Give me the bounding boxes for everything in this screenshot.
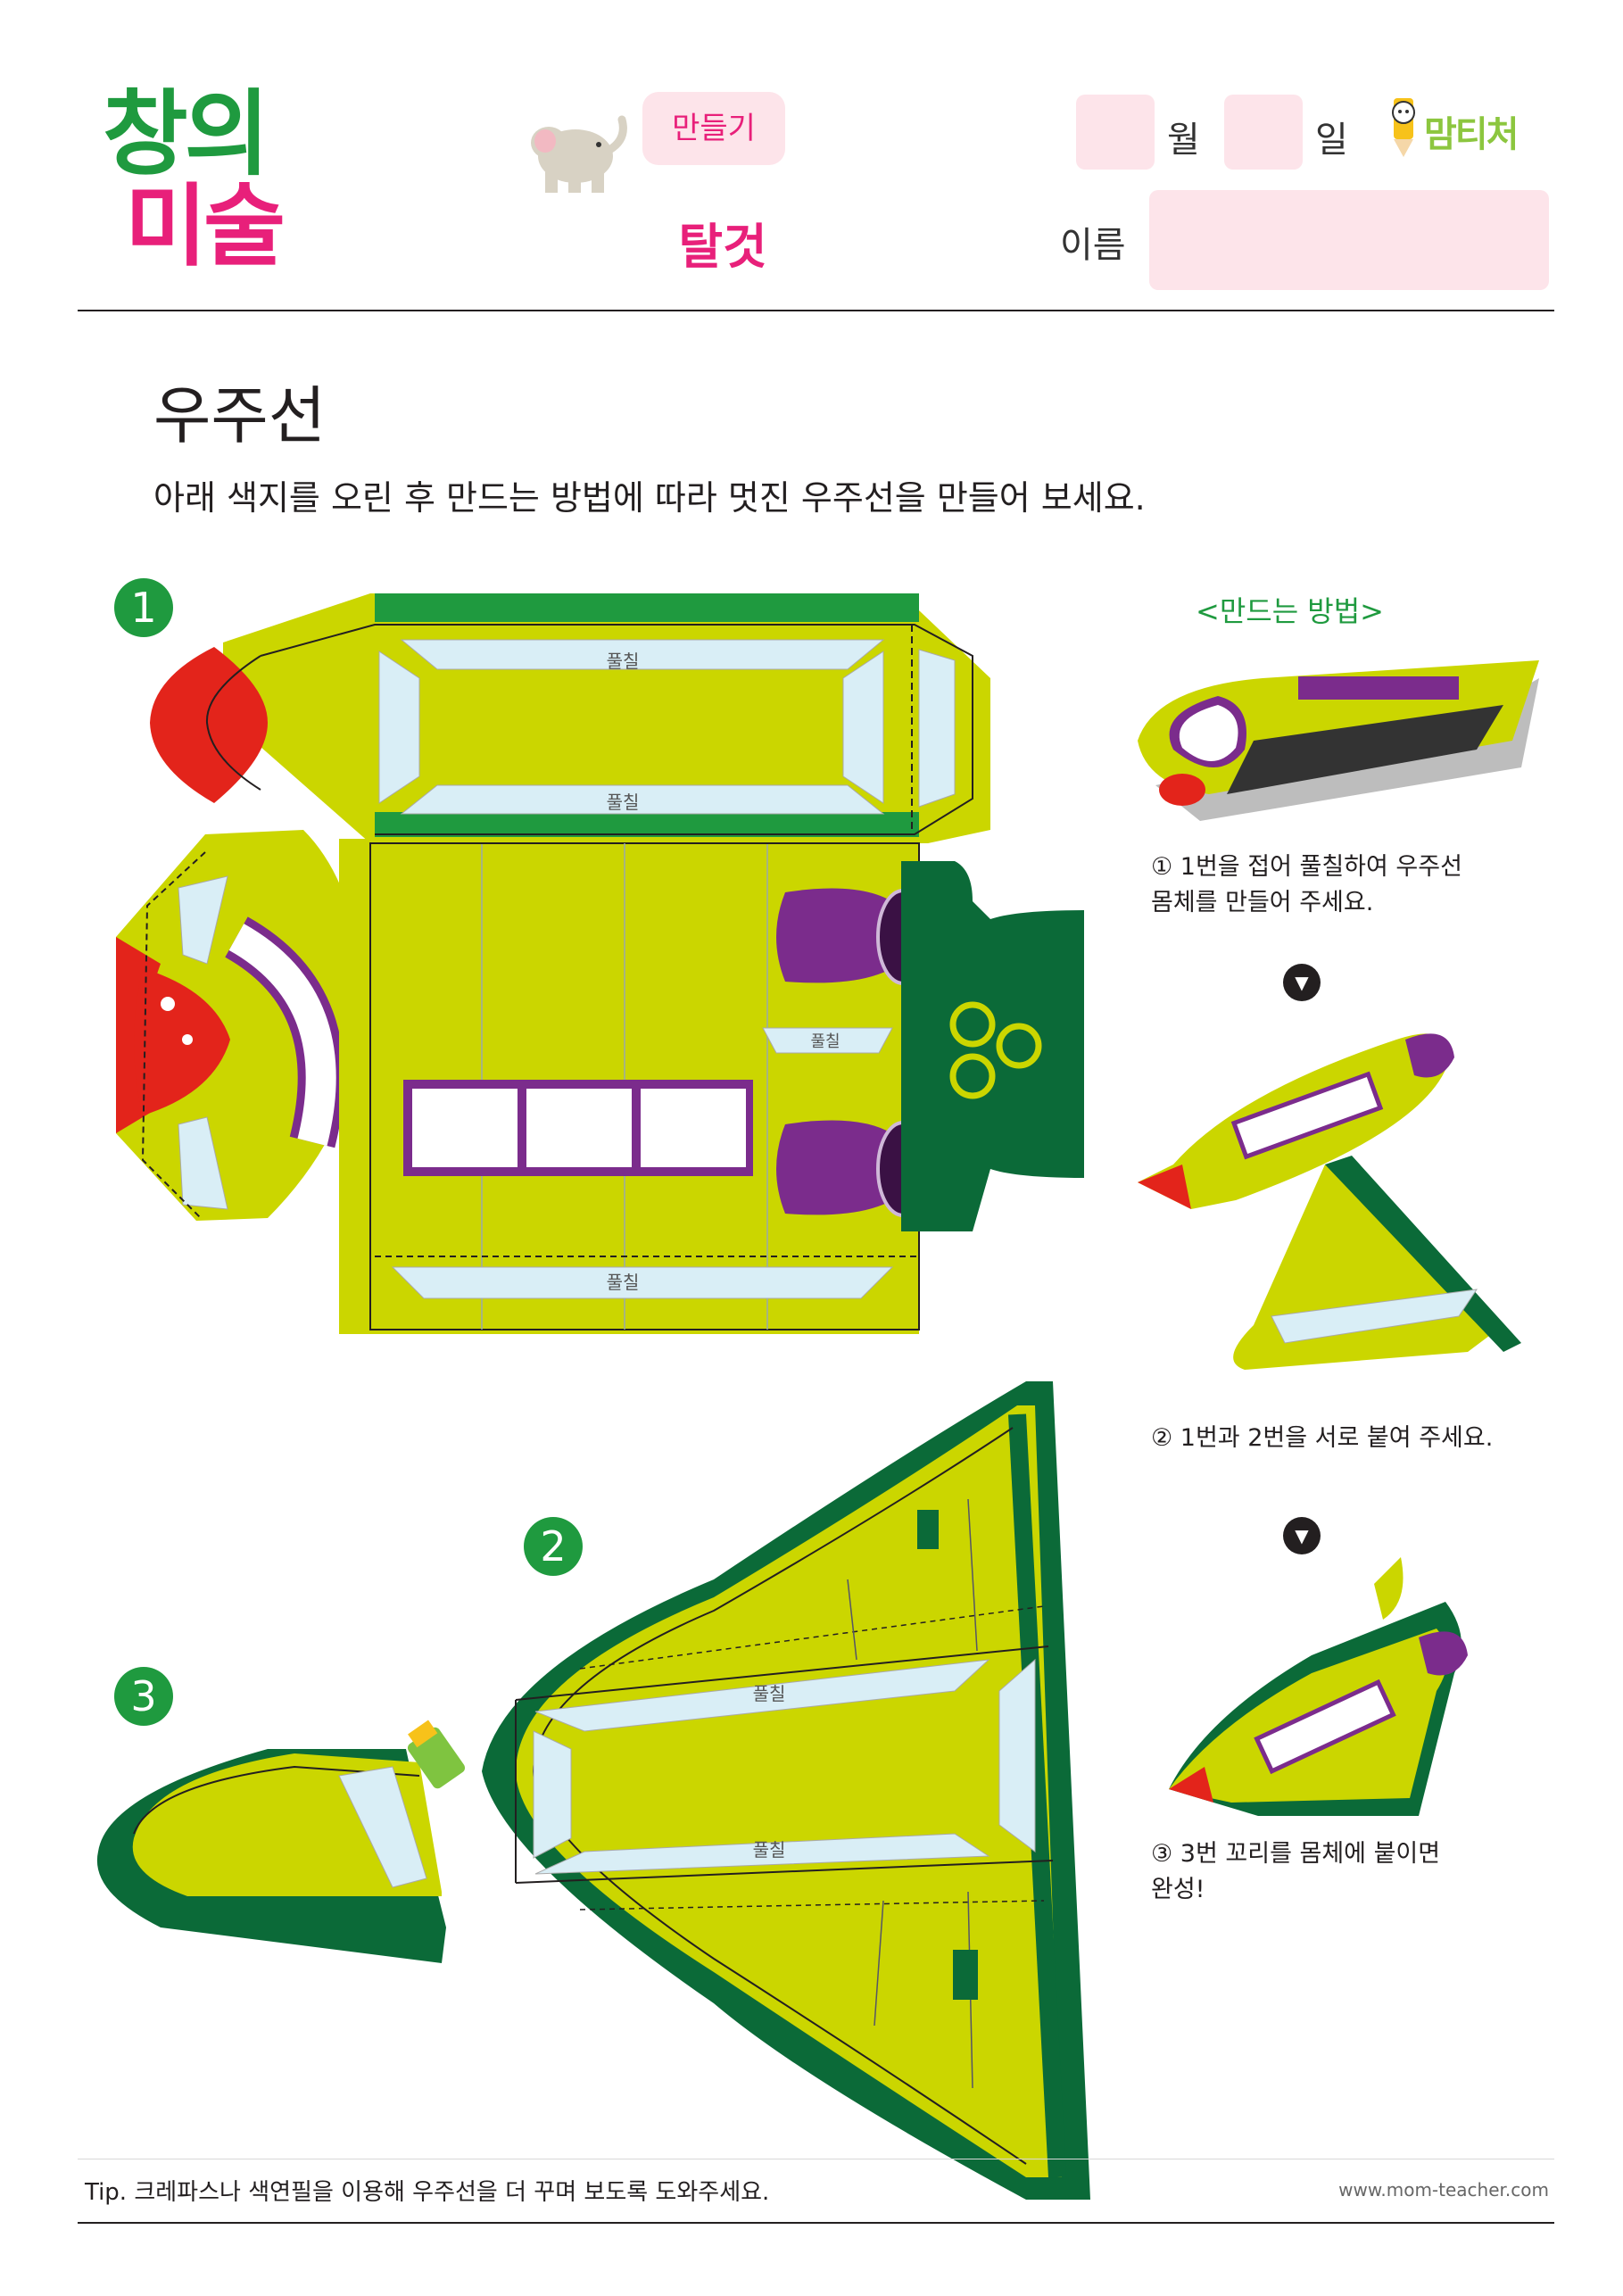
- month-label: 월: [1167, 120, 1200, 161]
- header-divider: [78, 310, 1554, 311]
- howto-illustration-1: [1138, 660, 1539, 821]
- footer-url[interactable]: www.mom-teacher.com: [1338, 2179, 1549, 2201]
- part-2-number: 2: [524, 1517, 583, 1576]
- howto-heading: <만드는 방법>: [1196, 594, 1384, 628]
- glue-label: 풀칠: [607, 651, 640, 672]
- howto-step-2: ② 1번과 2번을 서로 붙여 주세요.: [1151, 1424, 1494, 1452]
- name-label: 이름: [1060, 225, 1126, 266]
- glue-stick-icon: [407, 1720, 466, 1789]
- glue-label: 풀칠: [607, 792, 640, 813]
- month-field[interactable]: [1076, 95, 1155, 170]
- logo-line-1: 창의: [103, 79, 269, 188]
- down-arrow-icon: ▼: [1283, 964, 1321, 1001]
- topic-title: 탈것: [678, 219, 767, 275]
- howto-step-1: ① 1번을 접어 풀칠하여 우주선 몸체를 만들어 주세요.: [1151, 853, 1462, 916]
- page-instruction: 아래 색지를 오린 후 만드는 방법에 따라 멋진 우주선을 만들어 보세요.: [153, 478, 1146, 518]
- glue-label: 풀칠: [607, 1272, 640, 1293]
- howto-step-3: ③ 3번 꼬리를 몸체에 붙이면 완성!: [1151, 1840, 1441, 1903]
- day-field[interactable]: [1224, 95, 1303, 170]
- glue-label: 풀칠: [810, 1032, 840, 1051]
- pencil-mascot-icon: [1392, 98, 1415, 157]
- category-badge-label: 만들기: [672, 111, 756, 146]
- brand-logo: 맘티처: [1424, 114, 1519, 155]
- footer-tip: Tip. 크레파스나 색연필을 이용해 우주선을 더 꾸며 보도록 도와주세요.: [85, 2179, 770, 2206]
- part-1-number: 1: [114, 578, 173, 637]
- logo-line-2: 미술: [125, 174, 286, 278]
- name-field[interactable]: [1149, 190, 1549, 290]
- part-3-number: 3: [114, 1667, 173, 1726]
- footer-divider: [78, 2222, 1554, 2224]
- howto-illustration-3: [1169, 1557, 1468, 1816]
- page-title: 우주선: [153, 379, 327, 452]
- glue-label: 풀칠: [753, 1683, 786, 1704]
- howto-illustration-2: [1138, 1033, 1521, 1370]
- elephant-icon: [531, 115, 627, 193]
- down-arrow-icon: ▼: [1283, 1517, 1321, 1554]
- glue-label: 풀칠: [753, 1839, 786, 1861]
- day-label: 일: [1315, 120, 1348, 161]
- category-badge: [642, 92, 785, 165]
